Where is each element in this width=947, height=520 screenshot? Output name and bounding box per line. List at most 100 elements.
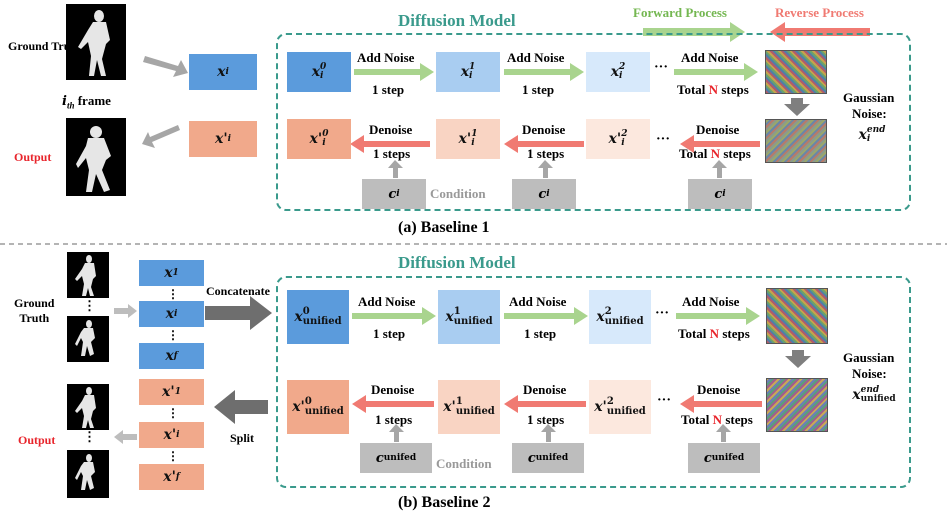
split-arrow — [214, 390, 268, 424]
b2-concatenate-label: Concatenate — [206, 284, 270, 298]
forward-legend-label: Forward Process — [633, 5, 727, 20]
b1-caption: (a) Baseline 1 — [398, 219, 490, 236]
b2-gt-frame-bottom — [67, 316, 109, 362]
b2-one-step-1: 1 step — [373, 326, 406, 341]
b2-forward-arrows — [352, 307, 760, 325]
b2-one-steps-1: 1 steps — [375, 412, 413, 427]
b1-noise-image-bottom — [765, 119, 827, 163]
b2-noise-down-arrow — [785, 350, 811, 368]
b2-output-stack-item-0: x'1 — [139, 379, 204, 405]
b2-input-vdots-1: ⋮ — [167, 287, 179, 301]
b1-model-title: Diffusion Model — [398, 11, 516, 30]
b1-add-noise-2: Add Noise — [507, 50, 565, 65]
b1-one-step-1: 1 step — [372, 82, 405, 97]
forward-legend-arrow — [643, 22, 745, 42]
b1-one-steps-2: 1 steps — [527, 146, 565, 161]
b2-condition-label: Condition — [436, 456, 492, 471]
b2-noise-image-top — [766, 288, 828, 344]
b1-one-steps-1: 1 steps — [373, 146, 411, 161]
gt-stack-arrow — [114, 304, 137, 318]
b2-condition-arrows — [389, 424, 731, 442]
human-figure-icon — [75, 320, 95, 356]
b2-output-stack-item-1: x'i — [139, 422, 204, 448]
b1-ground-truth-frame — [66, 4, 126, 80]
b1-forward-arrows — [354, 63, 758, 81]
b2-input-vdots-2: ⋮ — [167, 328, 179, 342]
b2-gaussian-label-2: Noise: — [852, 366, 887, 381]
b1-add-noise-1: Add Noise — [357, 50, 415, 65]
b2-one-steps-2: 1 steps — [527, 412, 565, 427]
b2-output-frame-bottom — [67, 450, 109, 498]
b2-total-steps-forward: Total N steps — [678, 326, 750, 341]
b2-reverse-arrows — [352, 395, 762, 413]
b2-output-label: Output — [18, 433, 56, 447]
b2-gt-vdots: ⋮ — [83, 298, 96, 313]
output-from-model-arrow — [142, 125, 180, 148]
b2-model-box — [276, 276, 911, 488]
concatenate-arrow — [205, 296, 272, 330]
b1-output-label: Output — [14, 150, 52, 164]
b2-gt-frame-top — [67, 252, 109, 298]
b1-add-noise-3: Add Noise — [681, 50, 739, 65]
b2-output-frame-top — [67, 384, 109, 430]
b1-output-block: x'i — [189, 121, 257, 157]
b2-one-step-2: 1 step — [524, 326, 557, 341]
b2-output-vdots-1: ⋮ — [167, 406, 179, 420]
b2-add-noise-1: Add Noise — [358, 294, 416, 309]
b1-noise-image-top — [765, 50, 827, 94]
b2-model-title: Diffusion Model — [398, 253, 516, 272]
b1-reverse-ellipsis: ··· — [656, 132, 671, 147]
human-figure-icon — [75, 387, 96, 428]
b2-split-label: Split — [230, 431, 255, 445]
b1-one-step-2: 1 step — [522, 82, 555, 97]
b2-add-noise-3: Add Noise — [682, 294, 740, 309]
b1-total-steps-forward: Total N steps — [677, 82, 749, 97]
b1-gaussian-label-1: Gaussian — [843, 90, 895, 105]
b1-ground-truth-label: Ground Truth — [8, 39, 82, 53]
reverse-legend-label: Reverse Process — [775, 5, 864, 20]
gt-to-input-arrow — [143, 56, 188, 77]
b1-output-frame — [66, 118, 126, 196]
b2-total-steps-reverse: Total N steps — [681, 412, 753, 427]
reverse-legend-arrow — [770, 22, 870, 42]
b1-denoise-2: Denoise — [522, 122, 566, 137]
b1-gaussian-label-2: Noise: — [852, 106, 887, 121]
b1-model-box — [276, 33, 911, 211]
b2-add-noise-2: Add Noise — [509, 294, 567, 309]
b1-frame-label: ith frame — [62, 93, 111, 111]
b1-reverse-arrows — [350, 135, 760, 153]
b1-denoise-1: Denoise — [369, 122, 413, 137]
b2-output-stack-item-2: x'f — [139, 464, 204, 490]
b2-output-vdots: ⋮ — [83, 429, 96, 444]
b1-condition-label: Condition — [430, 186, 486, 201]
b2-gaussian-label-1: Gaussian — [843, 350, 895, 365]
b1-noise-down-arrow — [784, 98, 810, 116]
b2-denoise-3: Denoise — [697, 382, 741, 397]
b1-condition-arrows — [388, 160, 727, 178]
b1-total-steps-reverse: Total N steps — [679, 146, 751, 161]
human-figure-icon — [76, 126, 111, 192]
b2-output-vdots-2: ⋮ — [167, 449, 179, 463]
b2-denoise-2: Denoise — [523, 382, 567, 397]
human-figure-icon — [78, 10, 110, 76]
b2-reverse-ellipsis: ··· — [657, 393, 672, 408]
